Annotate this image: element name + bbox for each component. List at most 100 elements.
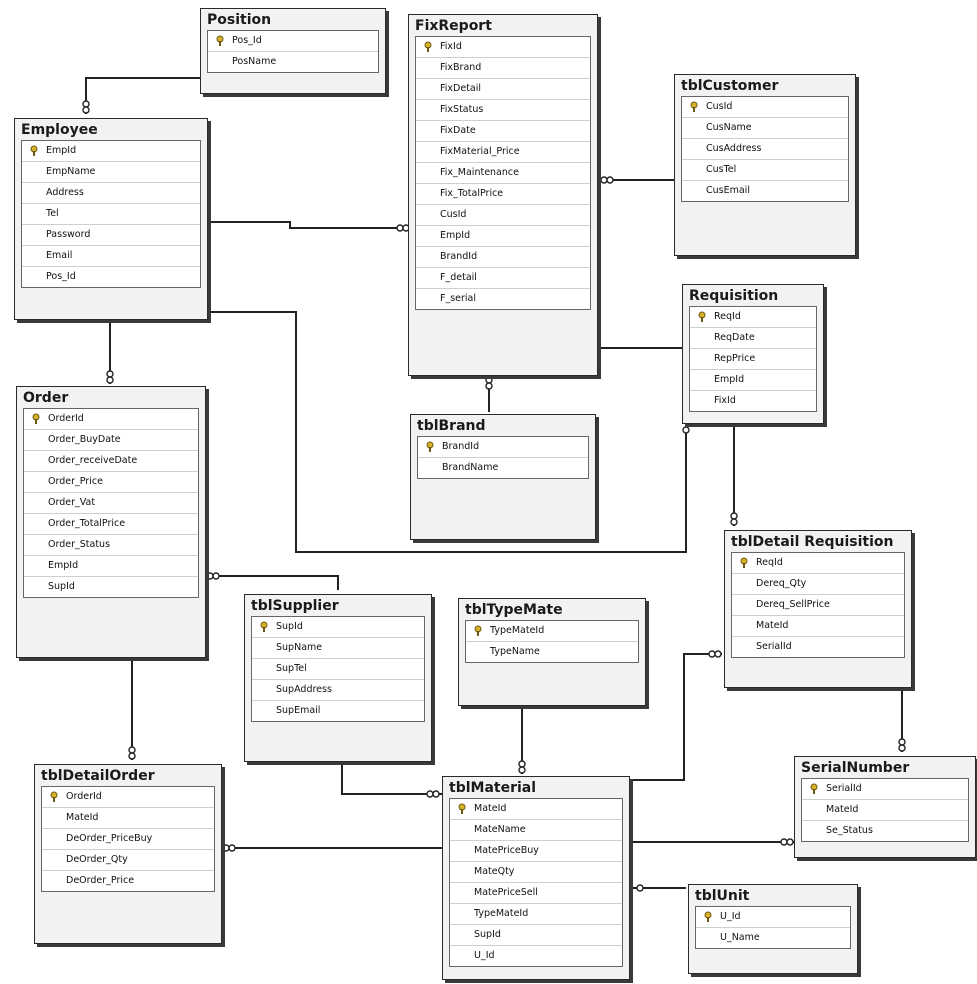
field-row: U_Id	[450, 946, 622, 966]
rel-employee-requisition	[206, 311, 687, 553]
field-name: FixId	[714, 395, 736, 406]
field-row: MateQty	[450, 862, 622, 883]
field-name: BrandId	[440, 251, 478, 262]
field-name: SupEmail	[276, 705, 321, 716]
field-row: ReqId	[690, 307, 816, 328]
field-list: MateId MateName MatePriceBuy MateQty Mat…	[449, 798, 623, 967]
table-material[interactable]: tblMaterial MateId MateName MatePriceBuy…	[442, 776, 630, 980]
field-row: SupAddress	[252, 680, 424, 701]
field-row: F_serial	[416, 289, 590, 309]
field-name: MateId	[826, 804, 859, 815]
primary-key-icon	[698, 311, 706, 322]
field-row: Tel	[22, 204, 200, 225]
field-list: FixId FixBrand FixDetail FixStatus FixDa…	[415, 36, 591, 310]
field-name: FixMaterial_Price	[440, 146, 520, 157]
field-row: EmpName	[22, 162, 200, 183]
field-row: CusId	[682, 97, 848, 118]
field-row: U_Id	[696, 907, 850, 928]
field-name: SupAddress	[276, 684, 332, 695]
primary-key-icon	[30, 145, 38, 156]
field-row: Order_Price	[24, 472, 198, 493]
field-row: ReqId	[732, 553, 904, 574]
primary-key-icon	[260, 621, 268, 632]
table-serialnumber[interactable]: SerialNumber SerialId MateId Se_Status	[794, 756, 976, 858]
table-brand[interactable]: tblBrand BrandId BrandName	[410, 414, 596, 540]
table-title: tblCustomer	[681, 78, 779, 94]
table-title: tblMaterial	[449, 780, 537, 796]
field-list: TypeMateId TypeName	[465, 620, 639, 663]
table-title: tblBrand	[417, 418, 486, 434]
field-row: ReqDate	[690, 328, 816, 349]
field-name: PosName	[232, 56, 277, 67]
field-name: EmpId	[46, 145, 77, 156]
field-name: Order_Status	[48, 539, 111, 550]
field-name: OrderId	[66, 791, 102, 802]
field-name: Pos_Id	[46, 271, 76, 282]
field-row: Order_TotalPrice	[24, 514, 198, 535]
field-list: CusId CusName CusAddress CusTel CusEmail	[681, 96, 849, 202]
field-list: OrderId MateId DeOrder_PriceBuy DeOrder_…	[41, 786, 215, 892]
field-name: FixDate	[440, 125, 476, 136]
field-name: CusEmail	[706, 185, 750, 196]
primary-key-icon	[424, 41, 432, 52]
table-requisition[interactable]: Requisition ReqId ReqDate RepPrice EmpId…	[682, 284, 824, 424]
field-name: Pos_Id	[232, 35, 262, 46]
table-detail-requisition[interactable]: tblDetail Requisition ReqId Dereq_Qty De…	[724, 530, 912, 688]
field-row: FixDate	[416, 121, 590, 142]
table-supplier[interactable]: tblSupplier SupId SupName SupTel SupAddr…	[244, 594, 432, 762]
primary-key-icon	[690, 101, 698, 112]
field-row: OrderId	[42, 787, 214, 808]
field-list: U_Id U_Name	[695, 906, 851, 949]
field-name: DeOrder_Qty	[66, 854, 128, 865]
field-name: EmpId	[48, 560, 79, 571]
field-row: Order_BuyDate	[24, 430, 198, 451]
rel-supplier-material	[341, 760, 442, 795]
table-detailorder[interactable]: tblDetailOrder OrderId MateId DeOrder_Pr…	[34, 764, 222, 944]
field-row: Pos_Id	[22, 267, 200, 287]
field-name: Order_TotalPrice	[48, 518, 126, 529]
primary-key-icon	[704, 911, 712, 922]
primary-key-icon	[458, 803, 466, 814]
table-title: tblDetailOrder	[41, 768, 155, 784]
field-row: RepPrice	[690, 349, 816, 370]
field-row: Password	[22, 225, 200, 246]
field-name: SupTel	[276, 663, 307, 674]
table-title: Requisition	[689, 288, 779, 304]
field-name: Password	[46, 229, 91, 240]
table-fixreport[interactable]: FixReport FixId FixBrand FixDetail FixSt…	[408, 14, 598, 376]
table-unit[interactable]: tblUnit U_Id U_Name	[688, 884, 858, 974]
field-name: BrandName	[442, 462, 499, 473]
table-title: Position	[207, 12, 272, 28]
table-title: Employee	[21, 122, 98, 138]
field-row: Order_Vat	[24, 493, 198, 514]
field-name: F_serial	[440, 293, 477, 304]
field-name: Order_Vat	[48, 497, 96, 508]
table-typemate[interactable]: tblTypeMate TypeMateId TypeName	[458, 598, 646, 706]
field-name: ReqDate	[714, 332, 755, 343]
field-row: Order_Status	[24, 535, 198, 556]
field-row: FixBrand	[416, 58, 590, 79]
field-name: SerialId	[756, 641, 792, 652]
field-name: Order_receiveDate	[48, 455, 138, 466]
rel-employee-fixreport	[206, 221, 408, 229]
table-title: Order	[23, 390, 69, 406]
table-customer[interactable]: tblCustomer CusId CusName CusAddress Cus…	[674, 74, 856, 256]
table-employee[interactable]: Employee EmpId EmpName Address Tel Passw…	[14, 118, 208, 320]
field-row: BrandId	[416, 247, 590, 268]
field-row: FixDetail	[416, 79, 590, 100]
table-title: tblDetail Requisition	[731, 534, 894, 550]
primary-key-icon	[32, 413, 40, 424]
table-order[interactable]: Order OrderId Order_BuyDate Order_receiv…	[16, 386, 206, 658]
field-name: ReqId	[756, 557, 783, 568]
table-title: SerialNumber	[801, 760, 910, 776]
primary-key-icon	[810, 783, 818, 794]
field-row: Fix_Maintenance	[416, 163, 590, 184]
field-row: TypeName	[466, 642, 638, 662]
primary-key-icon	[740, 557, 748, 568]
primary-key-icon	[50, 791, 58, 802]
field-row: EmpId	[416, 226, 590, 247]
field-list: OrderId Order_BuyDate Order_receiveDate …	[23, 408, 199, 598]
field-row: DeOrder_Price	[42, 871, 214, 891]
table-position[interactable]: Position Pos_Id PosName	[200, 8, 386, 94]
primary-key-icon	[474, 625, 482, 636]
